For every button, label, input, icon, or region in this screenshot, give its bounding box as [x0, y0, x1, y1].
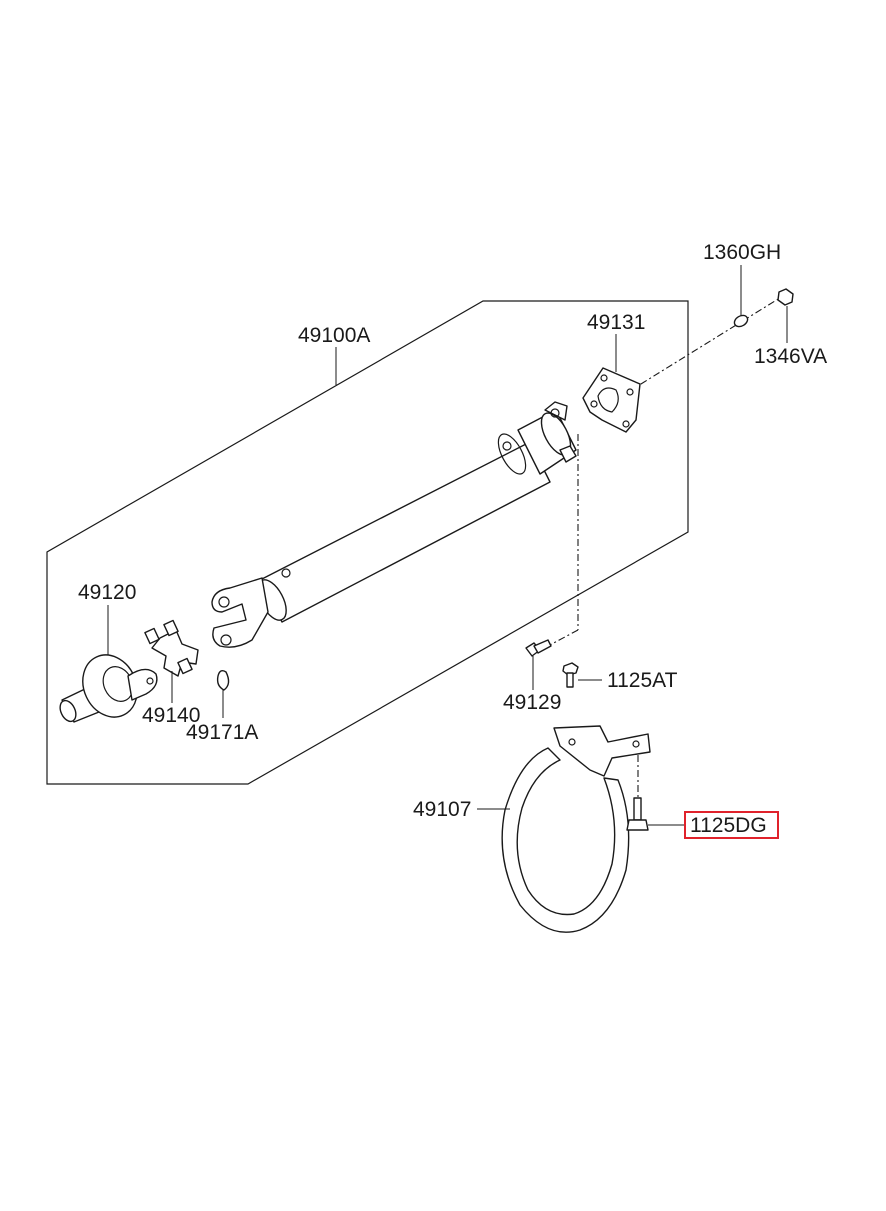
- universal-joint: [144, 619, 199, 677]
- label-49140: 49140: [142, 704, 200, 727]
- centerline-bracket-to-nut: [627, 295, 784, 393]
- label-1360GH: 1360GH: [703, 241, 781, 264]
- nut-1346VA: [777, 288, 794, 306]
- centerline-bolt: [547, 629, 579, 647]
- assembly-outline: [46, 300, 689, 785]
- highlight-box-1125DG[interactable]: [684, 811, 779, 839]
- propeller-shaft: [211, 401, 577, 648]
- label-1346VA: 1346VA: [754, 345, 827, 368]
- center-bearing-bracket: [582, 367, 641, 433]
- label-1125DG[interactable]: 1125DG: [690, 814, 767, 837]
- bolt-49129: [525, 639, 552, 657]
- label-49131: 49131: [587, 311, 645, 334]
- label-49120: 49120: [78, 581, 136, 604]
- label-49107: 49107: [413, 798, 471, 821]
- companion-flange: [59, 654, 158, 723]
- label-49129: 49129: [503, 691, 561, 714]
- label-1125AT: 1125AT: [607, 669, 678, 692]
- washer-1360GH: [733, 314, 749, 328]
- clamp-bracket: [501, 725, 651, 933]
- label-49100A: 49100A: [298, 324, 370, 347]
- bolt-1125DG: [626, 797, 649, 831]
- snap-ring: [216, 669, 230, 691]
- bolt-1125AT: [562, 662, 579, 688]
- label-49171A: 49171A: [186, 721, 258, 744]
